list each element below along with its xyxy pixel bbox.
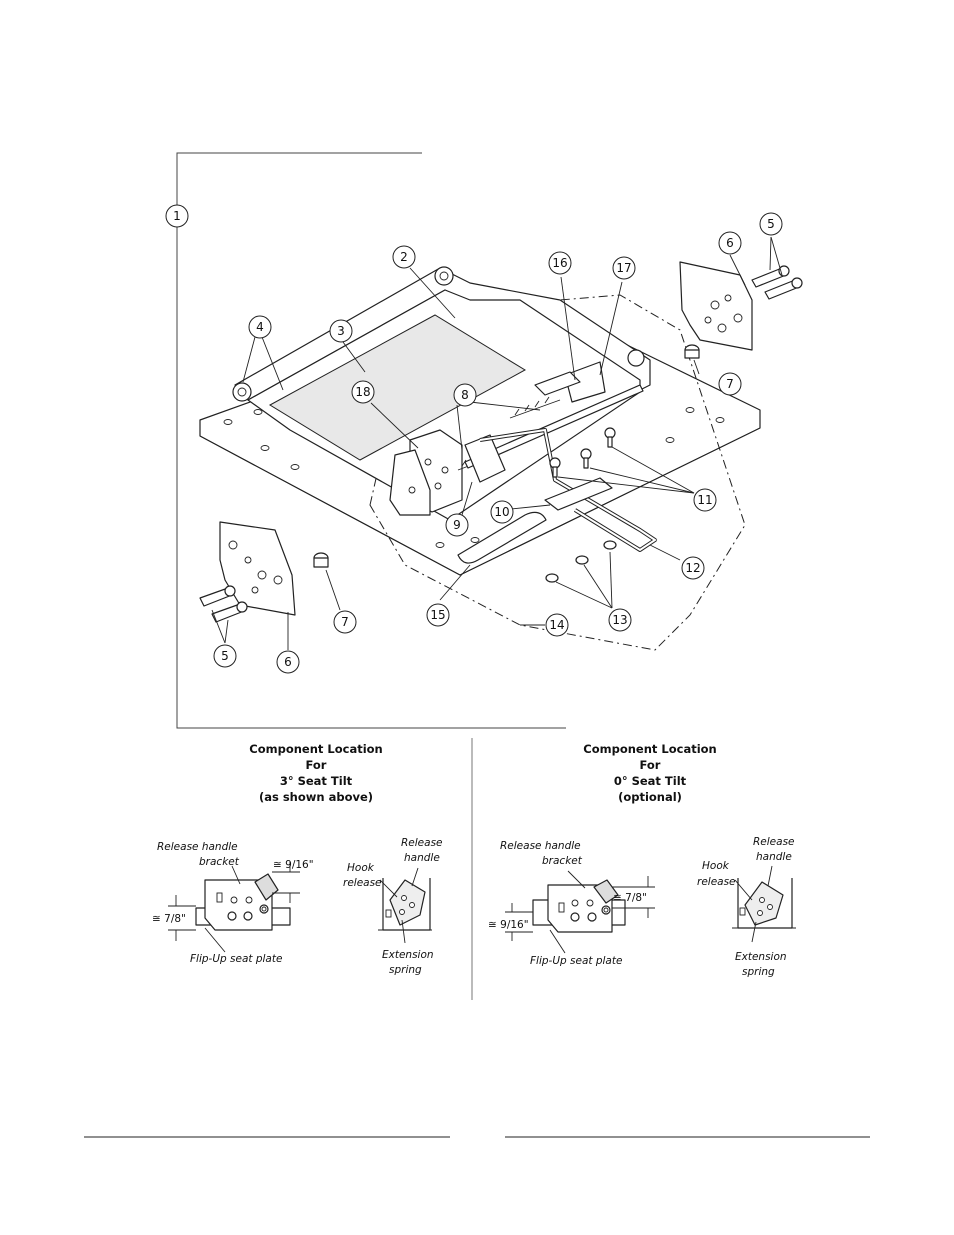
- svg-text:9: 9: [453, 518, 461, 532]
- svg-text:17: 17: [616, 261, 631, 275]
- svg-text:15: 15: [430, 608, 445, 622]
- right-plate-label: Flip-Up seat plate: [530, 955, 622, 967]
- left-detail-panel: Component Location For 3° Seat Tilt (as …: [152, 742, 443, 976]
- svg-text:6: 6: [284, 655, 292, 669]
- right-heading-1: Component Location: [583, 742, 716, 756]
- svg-text:14: 14: [549, 618, 564, 632]
- callout-6-right: 6: [718, 231, 742, 255]
- svg-text:12: 12: [685, 561, 700, 575]
- left-spring-label-1: Extension: [382, 949, 434, 961]
- svg-text:2: 2: [400, 250, 408, 264]
- bushing-left: [313, 552, 329, 568]
- release-handle-bracket: [389, 429, 463, 516]
- left-heading-1: Component Location: [249, 742, 382, 756]
- right-bracket-label-2: bracket: [542, 855, 583, 867]
- seat-pad: [269, 314, 526, 461]
- left-dim-top: ≅ 9/16": [273, 859, 314, 871]
- callout-11: 11: [693, 488, 717, 512]
- handle-clamp: [544, 477, 613, 511]
- right-hook-label-1: Hook: [702, 860, 730, 872]
- right-bracket-label-1: Release handle: [500, 840, 581, 852]
- callout-17: 17: [612, 256, 636, 280]
- callout-4: 4: [248, 315, 272, 339]
- callout-9: 9: [445, 513, 469, 537]
- right-heading-4: (optional): [618, 790, 682, 804]
- svg-text:11: 11: [697, 493, 712, 507]
- latch-block: [564, 361, 606, 403]
- left-handle-label-1: Release: [401, 837, 443, 849]
- svg-text:7: 7: [726, 377, 734, 391]
- latch-plate: [534, 371, 581, 396]
- bushing-right: [684, 344, 700, 359]
- right-handle-label-2: handle: [756, 851, 792, 863]
- side-plate-left: [219, 521, 296, 616]
- right-spring-label-2: spring: [742, 966, 775, 978]
- callout-6-left: 6: [276, 650, 300, 674]
- assembly-frame: [176, 152, 566, 729]
- callout-16: 16: [548, 251, 572, 275]
- right-heading-3: 0° Seat Tilt: [614, 774, 687, 788]
- svg-text:5: 5: [221, 649, 229, 663]
- left-heading-3: 3° Seat Tilt: [280, 774, 353, 788]
- callout-8: 8: [453, 383, 477, 407]
- left-dim-bottom: ≅ 7/8": [152, 913, 186, 925]
- callout-13: 13: [608, 608, 632, 632]
- right-dim-bottom: ≅ 9/16": [488, 919, 529, 931]
- callout-15: 15: [426, 603, 450, 627]
- callout-18: 18: [351, 380, 375, 404]
- svg-text:8: 8: [461, 388, 469, 402]
- side-plate-right: [679, 261, 753, 351]
- svg-text:1: 1: [173, 209, 181, 223]
- svg-text:5: 5: [767, 217, 775, 231]
- optional-plate-outline: [369, 294, 746, 651]
- release-rod: [464, 384, 644, 469]
- callout-3: 3: [329, 319, 353, 343]
- leader-lines: [211, 236, 783, 650]
- left-bracket-label-1: Release handle: [157, 841, 238, 853]
- bolts-right: [751, 265, 803, 300]
- callout-7-right: 7: [718, 372, 742, 396]
- left-plate-label: Flip-Up seat plate: [190, 953, 282, 965]
- callout-10: 10: [490, 500, 514, 524]
- svg-text:13: 13: [612, 613, 627, 627]
- left-handle-label-2: handle: [404, 852, 440, 864]
- callout-14: 14: [545, 613, 569, 637]
- left-heading-4: (as shown above): [259, 790, 373, 804]
- svg-text:16: 16: [552, 256, 567, 270]
- svg-text:6: 6: [726, 236, 734, 250]
- callout-12: 12: [681, 556, 705, 580]
- mounting-screws: [549, 427, 616, 478]
- left-heading-2: For: [306, 758, 327, 772]
- callout-5-left: 5: [213, 644, 237, 668]
- svg-text:7: 7: [341, 615, 349, 629]
- left-bracket-label-2: bracket: [199, 856, 240, 868]
- lock-nuts: [545, 540, 617, 583]
- svg-text:4: 4: [256, 320, 264, 334]
- callout-5-right: 5: [759, 212, 783, 236]
- left-spring-label-2: spring: [389, 964, 422, 976]
- svg-text:18: 18: [355, 385, 370, 399]
- right-handle-label-1: Release: [753, 836, 795, 848]
- right-heading-2: For: [640, 758, 661, 772]
- svg-text:3: 3: [337, 324, 345, 338]
- left-hook-label-1: Hook: [347, 862, 375, 874]
- callout-2: 2: [392, 245, 416, 269]
- callout-1: 1: [165, 204, 189, 228]
- right-hook-label-2: release: [697, 876, 736, 888]
- callout-7-left: 7: [333, 610, 357, 634]
- right-spring-label-1: Extension: [735, 951, 787, 963]
- bolts-left: [199, 585, 248, 623]
- right-dim-top: ≅ 7/8": [613, 892, 647, 904]
- svg-text:10: 10: [494, 505, 509, 519]
- left-hook-label-2: release: [343, 877, 382, 889]
- right-detail-panel: Component Location For 0° Seat Tilt (opt…: [488, 742, 796, 978]
